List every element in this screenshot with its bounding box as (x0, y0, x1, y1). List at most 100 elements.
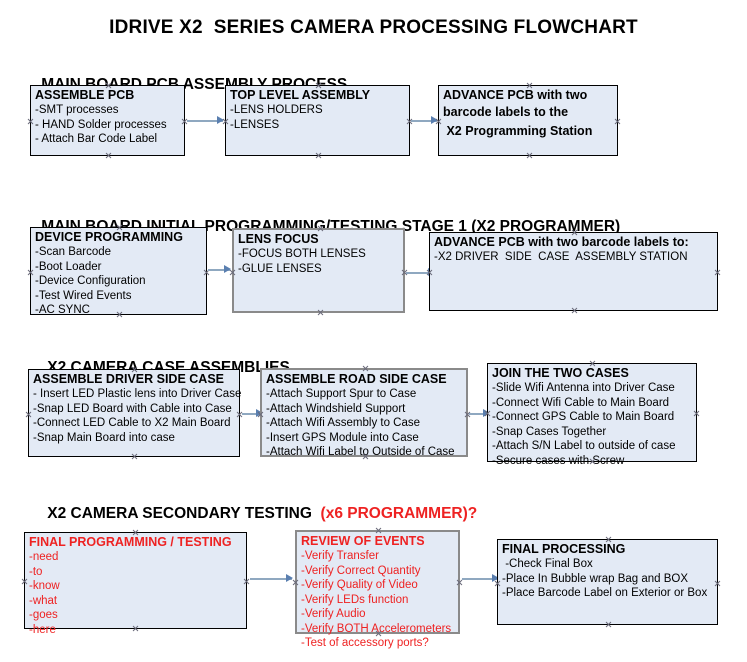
box-title: JOIN THE TWO CASES (492, 366, 629, 380)
box-line: -Connect GPS Cable to Main Board (492, 411, 675, 423)
box-line: -Verify Correct Quantity (301, 564, 421, 577)
process-box-advance-pcb-programming-station[interactable]: ADVANCE PCB with two barcode labels to t… (438, 85, 618, 156)
box-line: -X2 DRIVER SIDE CASE ASSEMBLY STATION (434, 251, 688, 263)
process-box-advance-pcb-driver-side-case[interactable]: ADVANCE PCB with two barcode labels to: … (429, 232, 718, 311)
resize-handle-bottom[interactable] (105, 152, 112, 159)
box-line: -Attach Wifi Assembly to Case (266, 417, 421, 429)
connector-arrow-final-programming-to-review-of-events (250, 574, 293, 583)
section-heading-annotation: (x6 PROGRAMMER)? (320, 505, 478, 522)
box-line: -Connect LED Cable to X2 Main Board (33, 417, 231, 429)
resize-handle-left[interactable] (27, 269, 34, 276)
box-line: -Verify LEDs function (301, 593, 409, 606)
box-line: -Verify Transfer (301, 550, 379, 562)
resize-handle-left[interactable] (25, 411, 32, 418)
resize-handle-left[interactable] (27, 118, 34, 125)
resize-handle-left[interactable] (21, 578, 28, 585)
box-line: -goes (29, 609, 58, 621)
process-box-device-programming[interactable]: DEVICE PROGRAMMING -Scan Barcode -Boot L… (27, 227, 210, 316)
resize-handle-right[interactable] (203, 269, 210, 276)
box-line: -to (29, 565, 43, 578)
resize-handle-top[interactable] (362, 365, 369, 372)
box-line: -Attach Wifi Label to Outside of Case (266, 446, 455, 458)
box-line: -Verify Audio (301, 608, 366, 620)
resize-handle-bottom[interactable] (526, 152, 533, 159)
box-title: FINAL PROCESSING (502, 542, 626, 556)
box-line: -AC SYNC (35, 304, 90, 316)
box-line: -Snap Cases Together (492, 425, 607, 438)
resize-handle-bottom[interactable] (131, 453, 138, 460)
box-title: LENS FOCUS (238, 232, 319, 246)
box-line: -Slide Wifi Antenna into Driver Case (492, 382, 675, 394)
resize-handle-right[interactable] (401, 269, 408, 276)
process-box-review-of-events[interactable]: REVIEW OF EVENTS -Verify Transfer -Verif… (292, 530, 463, 649)
resize-handle-left[interactable] (222, 118, 229, 125)
resize-handle-left[interactable] (257, 411, 264, 418)
box-line: -Attach Support Spur to Case (266, 388, 417, 400)
box-line: -know (29, 580, 60, 592)
box-line: -Snap Main Board into case (33, 431, 175, 444)
box-line: -here (29, 623, 56, 636)
process-box-assemble-pcb[interactable]: ASSEMBLE PCB -SMT processes - HAND Solde… (30, 85, 185, 156)
resize-handle-right[interactable] (464, 411, 471, 418)
box-title: ASSEMBLE ROAD SIDE CASE (266, 372, 447, 386)
process-box-top-level-assembly[interactable]: TOP LEVEL ASSEMBLY -LENS HOLDERS -LENSES (225, 85, 410, 156)
resize-handle-right[interactable] (236, 411, 243, 418)
box-title: DEVICE PROGRAMMING (35, 230, 183, 244)
resize-handle-right[interactable] (456, 579, 463, 586)
process-box-final-programming-testing[interactable]: FINAL PROGRAMMING / TESTING -need -to -k… (21, 532, 250, 636)
box-line: -GLUE LENSES (238, 262, 322, 275)
resize-handle-left[interactable] (435, 118, 442, 125)
section-heading-text: X2 CAMERA SECONDARY TESTING (47, 505, 321, 522)
resize-handle-right[interactable] (243, 578, 250, 585)
connector-arrow-driver-case-to-road-case (242, 409, 263, 418)
resize-handle-right[interactable] (181, 118, 188, 125)
resize-handle-left[interactable] (484, 410, 491, 417)
resize-handle-left[interactable] (494, 580, 501, 587)
connector-arrow-road-case-to-join-cases (469, 409, 490, 418)
box-line: -SMT processes (35, 104, 119, 116)
box-line: -Scan Barcode (35, 246, 112, 258)
box-line: barcode labels to the (443, 105, 569, 119)
box-line: - Attach Bar Code Label (35, 133, 158, 145)
process-box-assemble-road-side-case[interactable]: ASSEMBLE ROAD SIDE CASE -Attach Support … (257, 365, 471, 458)
process-box-assemble-driver-side-case[interactable]: ASSEMBLE DRIVER SIDE CASE - Insert LED P… (25, 369, 243, 460)
process-box-join-the-two-cases[interactable]: JOIN THE TWO CASES -Slide Wifi Antenna i… (484, 363, 700, 467)
box-line: -Test Wired Events (35, 289, 132, 302)
page-title: IDRIVE X2 SERIES CAMERA PROCESSING FLOWC… (109, 17, 638, 38)
box-line: -FOCUS BOTH LENSES (238, 248, 366, 260)
box-line: -Secure cases with Screw (492, 454, 625, 467)
box-title: FINAL PROGRAMMING / TESTING (29, 535, 232, 549)
section-heading-x2-camera-secondary-testing: X2 CAMERA SECONDARY TESTING (x6 PROGRAMM… (30, 487, 477, 541)
box-title: TOP LEVEL ASSEMBLY (230, 88, 371, 102)
process-box-lens-focus[interactable]: LENS FOCUS -FOCUS BOTH LENSES -GLUE LENS… (232, 228, 405, 313)
box-title: ASSEMBLE DRIVER SIDE CASE (33, 372, 225, 386)
box-line: -LENSES (230, 118, 280, 131)
connector-arrow-device-programming-to-lens-focus (208, 265, 231, 274)
resize-handle-left[interactable] (426, 269, 433, 276)
resize-handle-left[interactable] (229, 269, 236, 276)
process-box-final-processing[interactable]: FINAL PROCESSING -Check Final Box -Place… (497, 539, 718, 625)
connector-arrow-top-level-to-advance-pcb (411, 116, 438, 125)
resize-handle-right[interactable] (614, 118, 621, 125)
resize-handle-right[interactable] (714, 269, 721, 276)
box-title: ASSEMBLE PCB (35, 88, 135, 102)
box-line: -Snap LED Board with Cable into Case (33, 402, 232, 415)
resize-handle-right[interactable] (406, 118, 413, 125)
resize-handle-bottom[interactable] (605, 621, 612, 628)
resize-handle-bottom[interactable] (317, 309, 324, 316)
resize-handle-right[interactable] (693, 410, 700, 417)
box-title: ADVANCE PCB with two (443, 88, 588, 102)
resize-handle-bottom[interactable] (571, 307, 578, 314)
box-line: -Place In Bubble wrap Bag and BOX (502, 572, 689, 585)
resize-handle-bottom[interactable] (315, 152, 322, 159)
box-title: REVIEW OF EVENTS (301, 534, 425, 548)
box-line: -what (29, 594, 58, 607)
box-line: X2 Programming Station (443, 124, 593, 138)
box-line: -Verify Quality of Video (301, 579, 418, 591)
box-line: -Boot Loader (35, 260, 102, 273)
resize-handle-left[interactable] (292, 579, 299, 586)
box-line: -Attach Windshield Support (266, 402, 406, 415)
box-line: -Insert GPS Module into Case (266, 431, 419, 444)
resize-handle-right[interactable] (714, 580, 721, 587)
